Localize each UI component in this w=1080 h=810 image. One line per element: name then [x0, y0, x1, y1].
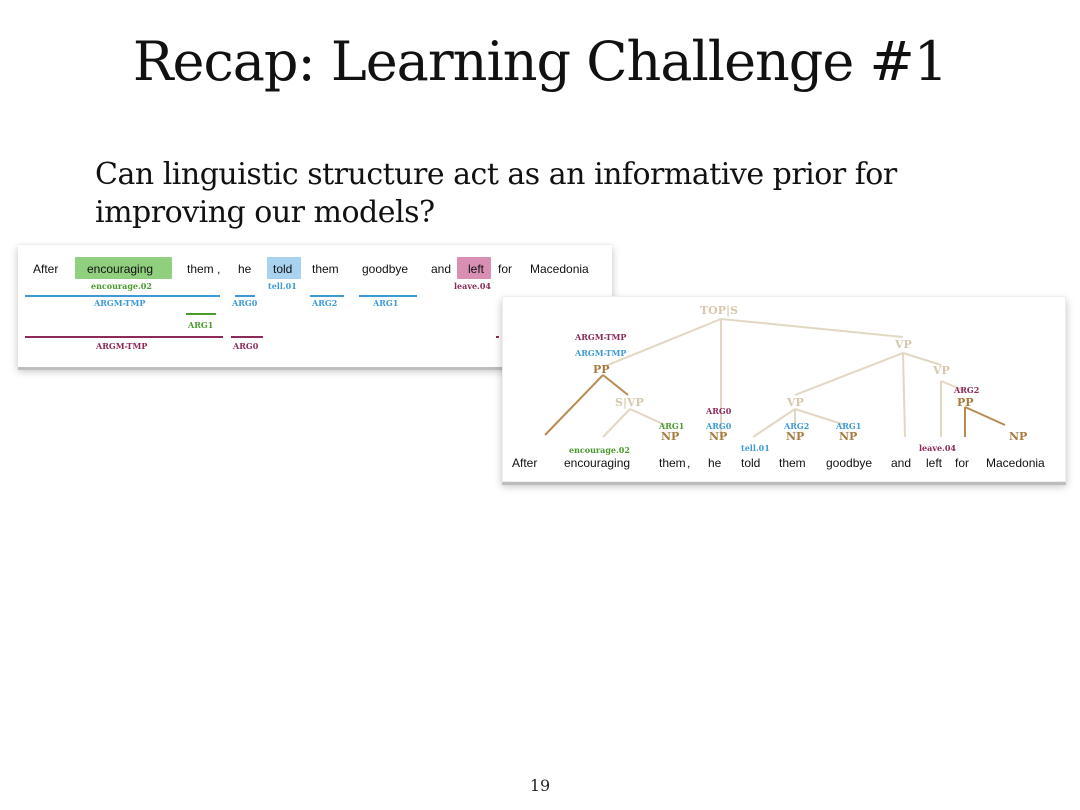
- role-label: ARGM-TMP: [94, 298, 146, 308]
- highlight-encouraging: [75, 257, 172, 279]
- srl-word: told: [273, 262, 293, 276]
- tree-word: encouraging: [564, 456, 631, 470]
- tree-word: them: [779, 456, 806, 470]
- tree-edges: [544, 318, 1006, 438]
- tree-word: and: [891, 456, 912, 470]
- slide-title: Recap: Learning Challenge #1: [132, 30, 948, 93]
- tree-role-label: ARG2: [954, 385, 980, 395]
- tree-role-label: ARG0: [706, 406, 732, 416]
- tree-word: he: [708, 456, 722, 470]
- span-bar: [25, 295, 220, 297]
- highlight-told: [267, 257, 301, 279]
- span-bar: [231, 336, 263, 338]
- tree-role-label: ARG0: [706, 421, 732, 431]
- tree-np-label: NP: [839, 430, 858, 443]
- tree-word: After: [512, 456, 538, 470]
- tree-root-label: TOP|S: [700, 304, 738, 317]
- tree-word: Macedonia: [986, 456, 1045, 470]
- srl-word: them: [187, 262, 214, 276]
- tree-vp-label: VP: [933, 364, 950, 377]
- srl-word: Macedonia: [530, 262, 589, 276]
- tree-sense-label: encourage.02: [569, 445, 630, 455]
- role-label: ARG1: [373, 298, 399, 308]
- role-label: ARG2: [312, 298, 338, 308]
- srl-word: for: [498, 262, 513, 276]
- srl-word: goodbye: [362, 262, 409, 276]
- tree-word: goodbye: [826, 456, 873, 470]
- role-label: ARG0: [232, 298, 258, 308]
- tree-role-label: ARGM-TMP: [575, 332, 627, 342]
- sense-label: leave.04: [454, 281, 491, 291]
- srl-word: left: [468, 262, 485, 276]
- span-bar: [186, 313, 216, 315]
- tree-pp-label: PP: [957, 396, 974, 409]
- role-label: ARG0: [233, 341, 259, 351]
- tree-vp-label: VP: [895, 338, 912, 351]
- tree-np-label: NP: [709, 430, 728, 443]
- srl-word: and: [431, 262, 452, 276]
- tree-role-label: ARGM-TMP: [575, 348, 627, 358]
- tree-np-label: NP: [1009, 430, 1028, 443]
- srl-word: After: [33, 262, 59, 276]
- tree-pp-label: PP: [593, 363, 610, 376]
- srl-word: ,: [217, 262, 221, 276]
- question-text: Can linguistic structure act as an infor…: [95, 157, 897, 230]
- tree-np-label: NP: [661, 430, 680, 443]
- tree-word: told: [741, 456, 761, 470]
- tree-sense-label: leave.04: [919, 443, 956, 453]
- role-label: ARGM-TMP: [96, 341, 148, 351]
- tree-word: for: [955, 456, 970, 470]
- srl-word: he: [238, 262, 252, 276]
- srl-word: them: [312, 262, 339, 276]
- parse-tree-panel: TOP|S VP VP VP S|VP ARGM-TMP ARGM-TMP PP…: [502, 296, 1066, 482]
- tree-sense-label: tell.01: [741, 443, 770, 453]
- role-label: ARG1: [188, 320, 214, 330]
- sense-label: tell.01: [268, 281, 297, 291]
- tree-word: left: [926, 456, 943, 470]
- tree-role-label: ARG2: [784, 421, 810, 431]
- tree-np-label: NP: [786, 430, 805, 443]
- span-bar: [310, 295, 344, 297]
- span-bar: [235, 295, 255, 297]
- span-bar: [496, 336, 499, 338]
- tree-word: ,: [687, 456, 691, 470]
- srl-word: encouraging: [87, 262, 154, 276]
- tree-vp-label: VP: [787, 396, 804, 409]
- span-bar: [359, 295, 417, 297]
- page-number: 19: [529, 776, 551, 795]
- span-bar: [25, 336, 223, 338]
- tree-role-label: ARG1: [836, 421, 862, 431]
- tree-word: them: [659, 456, 686, 470]
- tree-svp-label: S|VP: [615, 396, 644, 409]
- sense-label: encourage.02: [91, 281, 152, 291]
- tree-role-label: ARG1: [659, 421, 685, 431]
- highlight-left: [457, 257, 491, 279]
